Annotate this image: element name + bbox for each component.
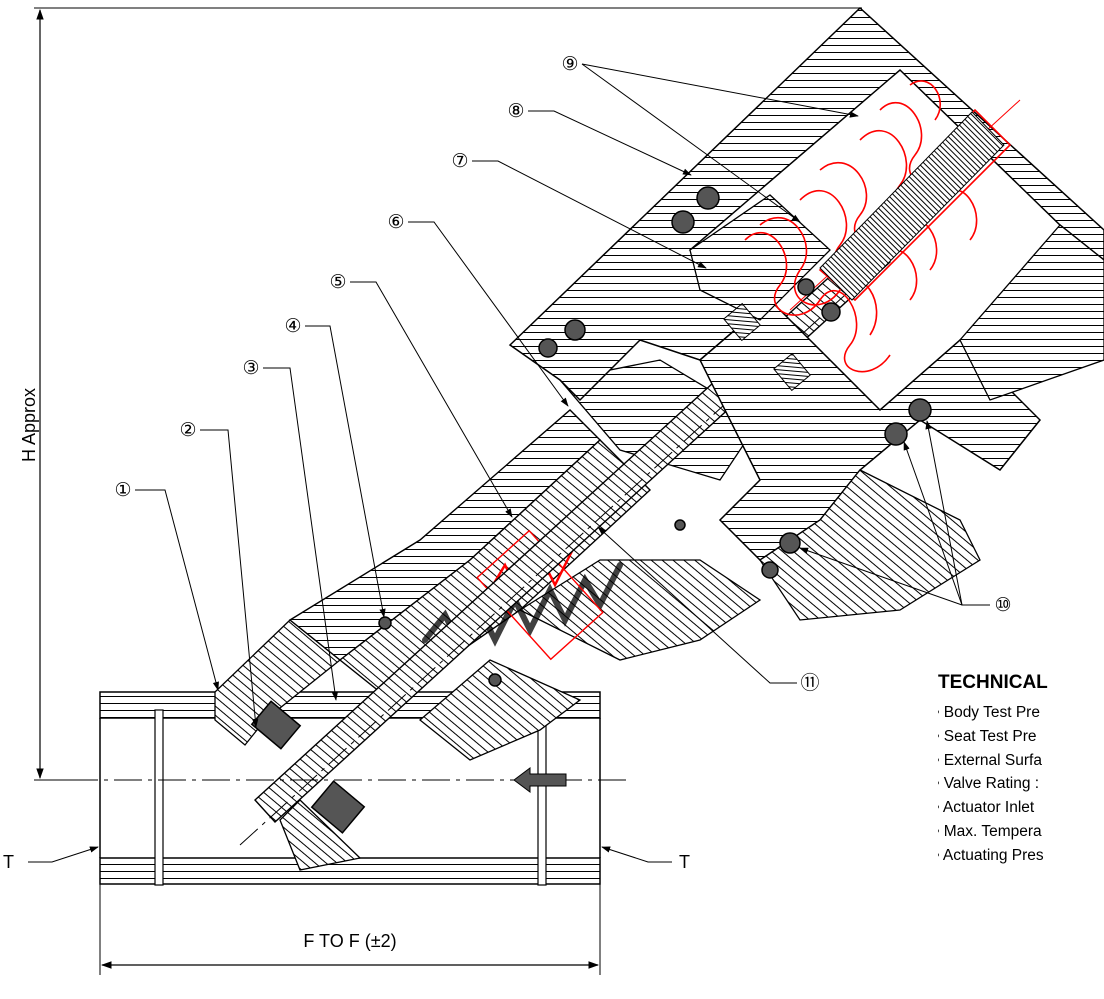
technical-panel: TECHNICAL • Body Test Pre • Seat Test Pr…	[938, 672, 1104, 868]
height-dimension	[34, 7, 862, 781]
height-label: H Approx	[19, 388, 39, 462]
flow-centerline	[70, 767, 630, 793]
callout-7: ⑦	[451, 151, 468, 172]
thread-label-right: T	[679, 852, 690, 872]
thread-leaders	[28, 846, 672, 863]
callout-1: ①	[114, 480, 131, 501]
callout-8: ⑧	[507, 101, 524, 122]
callout-10: ⑩	[994, 595, 1011, 616]
callout-6: ⑥	[387, 212, 404, 233]
callout-11: ⑪	[800, 672, 819, 694]
face-to-face-label: F TO F (±2)	[303, 931, 396, 951]
callout-9: ⑨	[561, 54, 578, 75]
technical-item: • Max. Tempera	[938, 822, 1042, 840]
thread-label-left: T	[3, 852, 14, 872]
technical-item: • Seat Test Pre	[938, 727, 1037, 745]
technical-item: • Actuating Pres	[938, 846, 1044, 864]
technical-item: • Actuator Inlet	[938, 799, 1035, 817]
technical-item: • Body Test Pre	[938, 704, 1040, 721]
face-to-face-dimension	[99, 884, 601, 975]
callout-2: ②	[179, 420, 196, 441]
actuator-rod	[819, 111, 1005, 301]
valve-body	[99, 619, 601, 886]
callout-3: ③	[242, 358, 259, 379]
actuator-housing	[508, 6, 1104, 621]
callout-leaders	[135, 63, 990, 728]
technical-item: • External Surfa	[938, 751, 1042, 769]
o-ring-seals	[250, 186, 932, 834]
technical-title: TECHNICAL	[938, 672, 1048, 693]
callout-4: ④	[284, 316, 301, 337]
callout-5: ⑤	[329, 272, 346, 293]
technical-item: • Valve Rating :	[938, 775, 1040, 793]
technical-list: • Body Test Pre • Seat Test Pre • Extern…	[938, 701, 1104, 868]
